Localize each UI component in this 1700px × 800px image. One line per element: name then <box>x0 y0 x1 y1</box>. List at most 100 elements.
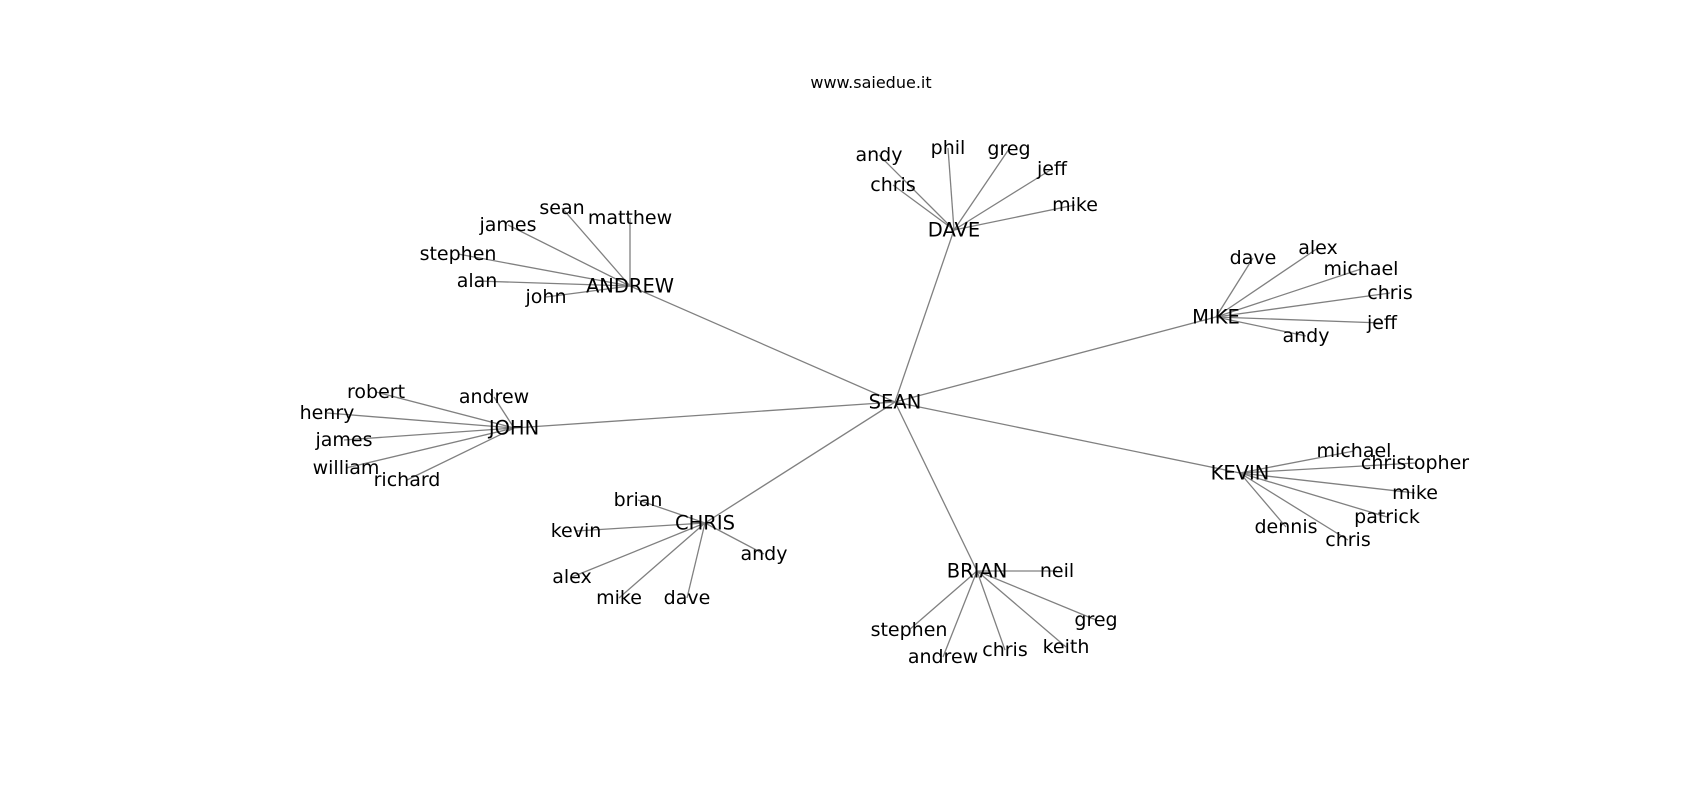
leaf-node-label-andrew-sean: sean <box>539 197 584 219</box>
edges-layer <box>326 147 1416 658</box>
hub-node-label-chris: CHRIS <box>675 512 735 535</box>
edge-root-mike <box>894 316 1217 403</box>
diagram-title: www.saiedue.it <box>810 73 931 92</box>
edge-mike-chris <box>1215 292 1391 318</box>
edge-brian-andrew <box>942 570 978 658</box>
edge-brian-keith <box>976 570 1067 648</box>
edge-brian-greg <box>976 570 1097 621</box>
leaf-node-label-kevin-chris: chris <box>1325 529 1370 551</box>
leaf-node-label-mike-alex: alex <box>1298 237 1338 259</box>
leaf-node-label-andrew-alan: alan <box>457 270 498 292</box>
edge-andrew-john <box>545 285 631 298</box>
edge-dave-phil <box>947 147 955 231</box>
leaf-node-label-mike-andy: andy <box>1283 325 1330 347</box>
leaf-node-label-andrew-james: james <box>478 214 536 236</box>
leaf-node-label-chris-kevin: kevin <box>551 520 602 542</box>
edge-root-chris <box>704 401 896 524</box>
leaf-node-label-andrew-john: john <box>525 286 567 308</box>
leaf-node-label-john-andrew: andrew <box>459 386 529 408</box>
leaf-node-label-john-henry: henry <box>300 402 355 424</box>
leaf-node-label-dave-mike: mike <box>1052 194 1098 216</box>
edge-dave-mike <box>953 204 1076 231</box>
edge-john-robert <box>375 391 515 429</box>
edge-root-andrew <box>629 285 896 403</box>
leaf-node-label-chris-dave: dave <box>664 587 711 609</box>
hub-node-label-brian: BRIAN <box>947 560 1008 583</box>
leaf-node-label-brian-neil: neil <box>1040 560 1074 582</box>
leaf-node-label-kevin-dennis: dennis <box>1254 516 1317 538</box>
leaf-node-label-chris-andy: andy <box>741 543 788 565</box>
hub-node-label-mike: MIKE <box>1192 306 1240 329</box>
edge-kevin-chris <box>1239 472 1349 541</box>
edge-brian-stephen <box>908 570 978 631</box>
edge-mike-michael <box>1215 268 1362 318</box>
root-node-label: SEAN <box>869 391 922 414</box>
edge-john-william <box>345 427 515 469</box>
edge-mike-jeff <box>1215 316 1383 324</box>
leaf-node-label-brian-greg: greg <box>1074 609 1117 631</box>
edge-dave-greg <box>953 148 1010 231</box>
edge-mike-andy <box>1215 316 1307 337</box>
edge-kevin-patrick <box>1239 472 1388 518</box>
edge-andrew-james <box>507 224 631 287</box>
hub-node-label-kevin: KEVIN <box>1211 462 1270 485</box>
edge-andrew-alan <box>476 280 631 287</box>
edge-dave-jeff <box>953 168 1053 231</box>
edge-root-dave <box>894 229 955 403</box>
edge-chris-dave <box>686 522 706 599</box>
edge-chris-mike <box>618 522 706 599</box>
leaf-node-label-mike-michael: michael <box>1324 258 1399 280</box>
edge-chris-andy <box>704 522 765 555</box>
edge-chris-brian <box>637 499 706 524</box>
leaf-node-label-mike-jeff: jeff <box>1366 312 1398 334</box>
leaf-node-label-chris-brian: brian <box>614 489 663 511</box>
edge-mike-alex <box>1215 247 1319 318</box>
edge-brian-chris <box>976 570 1006 651</box>
leaf-node-label-andrew-stephen: stephen <box>420 243 497 265</box>
edge-root-kevin <box>894 401 1241 474</box>
leaf-node-label-andrew-matthew: matthew <box>588 207 672 229</box>
edge-dave-andy <box>878 154 955 231</box>
hub-node-label-dave: DAVE <box>928 219 980 242</box>
hub-node-label-john: JOHN <box>487 417 539 440</box>
leaf-node-label-dave-chris: chris <box>870 174 915 196</box>
edge-andrew-sean <box>561 207 631 287</box>
leaf-node-label-brian-stephen: stephen <box>871 619 948 641</box>
edge-andrew-stephen <box>457 253 631 287</box>
leaf-node-label-chris-mike: mike <box>596 587 642 609</box>
edge-root-john <box>513 401 896 429</box>
leaf-node-label-dave-andy: andy <box>856 144 903 166</box>
edge-john-richard <box>406 427 515 481</box>
leaf-node-label-mike-chris: chris <box>1367 282 1412 304</box>
edge-john-henry <box>326 412 515 429</box>
leaf-node-label-dave-jeff: jeff <box>1036 158 1068 180</box>
edge-john-james <box>343 427 515 441</box>
edge-root-brian <box>894 401 978 572</box>
edge-john-andrew <box>493 396 515 429</box>
leaf-node-label-kevin-patrick: patrick <box>1354 506 1420 528</box>
leaf-node-label-kevin-christopher: christopher <box>1361 452 1469 474</box>
leaf-node-label-john-robert: robert <box>347 381 405 403</box>
leaf-node-label-john-william: william <box>313 457 380 479</box>
leaf-node-label-brian-andrew: andrew <box>908 646 978 668</box>
leaf-node-label-chris-alex: alex <box>552 566 592 588</box>
edge-chris-alex <box>571 522 706 578</box>
leaf-node-label-brian-keith: keith <box>1043 636 1090 658</box>
leaf-node-label-kevin-michael: michael <box>1317 440 1392 462</box>
edge-mike-dave <box>1215 257 1254 318</box>
edge-kevin-dennis <box>1239 472 1287 528</box>
leaf-node-label-brian-chris: chris <box>982 639 1027 661</box>
leaf-node-label-kevin-mike: mike <box>1392 482 1438 504</box>
hub-node-label-andrew: ANDREW <box>586 275 674 298</box>
leaf-node-label-dave-greg: greg <box>987 138 1030 160</box>
leaf-node-label-dave-phil: phil <box>931 137 966 159</box>
leaf-node-label-john-richard: richard <box>374 469 441 491</box>
leaf-node-label-john-james: james <box>314 429 372 451</box>
edge-kevin-michael <box>1239 450 1355 474</box>
edge-kevin-mike <box>1239 472 1416 494</box>
edge-chris-kevin <box>575 522 706 532</box>
leaf-node-label-mike-dave: dave <box>1230 247 1277 269</box>
edge-kevin-christopher <box>1239 462 1416 474</box>
edge-dave-chris <box>892 184 955 231</box>
